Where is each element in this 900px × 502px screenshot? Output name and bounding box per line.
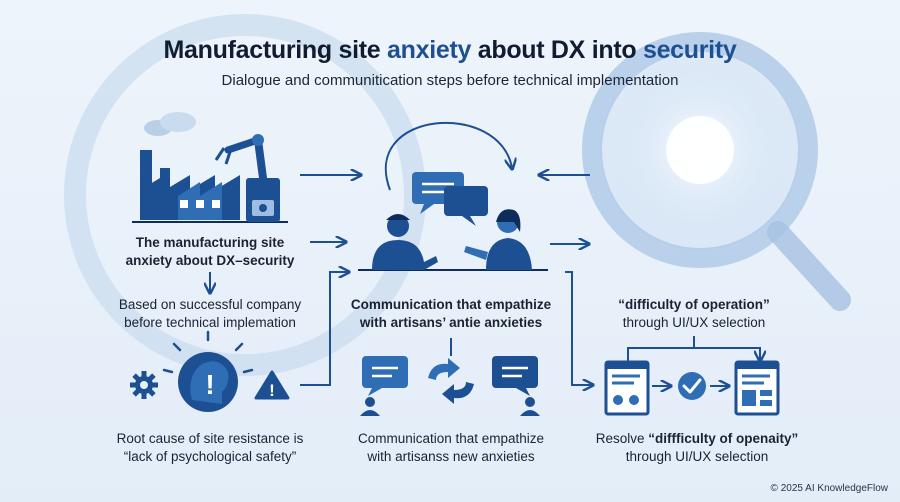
exchange-arrows-icon <box>428 358 474 404</box>
title-text: Manufacturing site <box>163 36 388 64</box>
connector-arrow <box>300 272 348 386</box>
title-text: about DX into <box>471 36 643 64</box>
check-icon <box>678 372 706 400</box>
center-bottom-caption: Communication that empathize with artisa… <box>357 431 545 464</box>
screen-icon <box>734 360 780 416</box>
copyright: © 2025 AI KnowledgeFlow <box>770 483 888 494</box>
magnifier-icon <box>582 32 851 311</box>
left-bottom-caption: Root cause of site resistance is “lack o… <box>116 431 304 464</box>
warning-icon: ! <box>254 370 290 400</box>
conversation-icon <box>358 172 548 271</box>
page-title: Manufacturing site anxiety about DX into… <box>0 36 900 65</box>
page-subtitle: Dialogue and communitication steps befor… <box>221 72 679 89</box>
gear-icon <box>130 371 158 399</box>
title-highlight: anxiety <box>387 36 472 64</box>
factory-icon <box>132 112 288 223</box>
connector-arrow <box>565 271 592 385</box>
head-exclamation-icon: ! <box>162 330 254 412</box>
left-heading: The manufacturing site anxiety about DX–… <box>125 235 295 268</box>
svg-text:!: ! <box>205 369 214 400</box>
bracket-arrow <box>627 347 760 362</box>
screen-icon <box>604 360 650 416</box>
right-bottom-caption: Resolve “diffficulty of openaity” throug… <box>595 431 799 464</box>
right-heading: “difficulty of operation” through UI/UX … <box>618 297 770 330</box>
left-body: Based on successful company before techn… <box>118 297 302 330</box>
title-highlight: security <box>642 36 737 64</box>
loop-arrow <box>384 121 512 191</box>
chat-user-icon <box>360 356 408 416</box>
robot-arm-icon <box>214 134 280 222</box>
svg-text:!: ! <box>269 381 275 400</box>
chat-user-icon <box>492 356 540 416</box>
center-heading: Communication that empathize with artisa… <box>350 297 552 330</box>
